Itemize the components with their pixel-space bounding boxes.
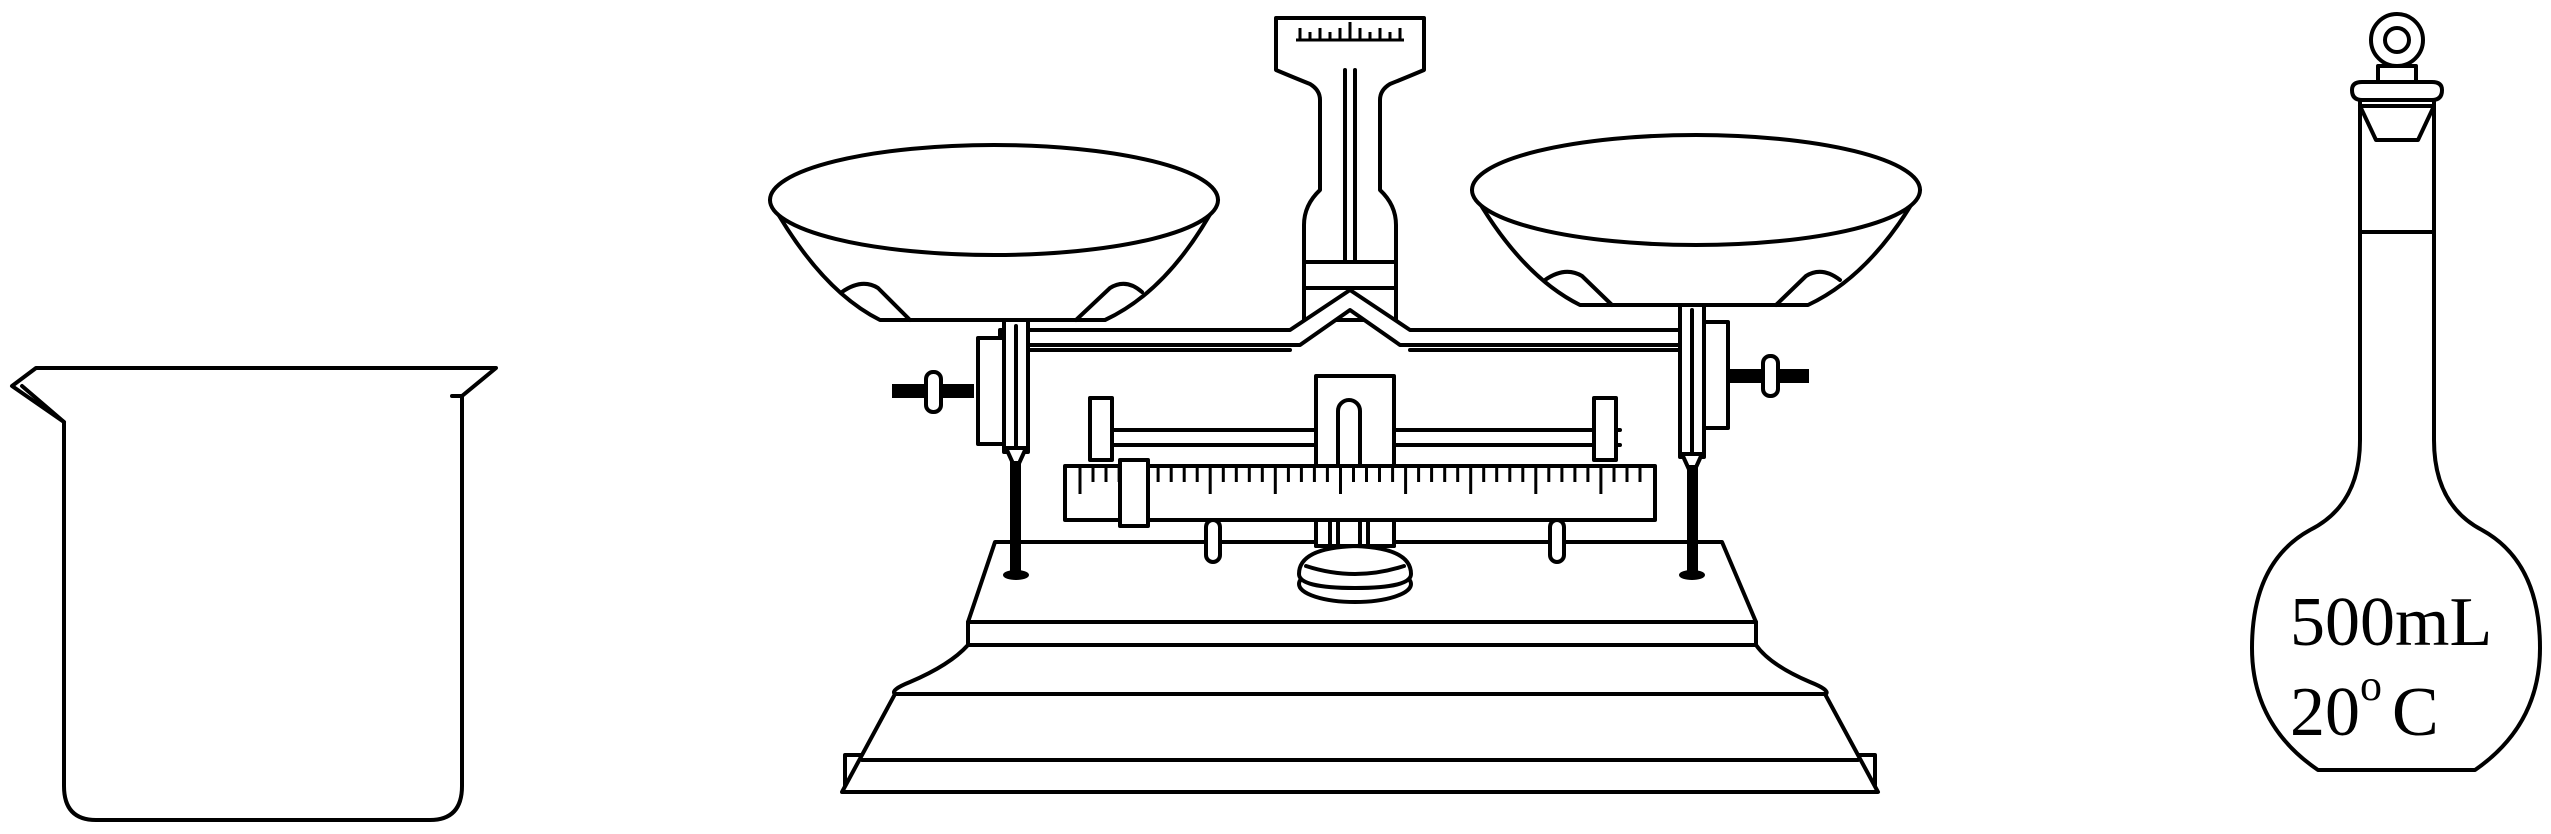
right-stand	[1678, 303, 1809, 580]
center-column	[1274, 16, 1426, 322]
beaker-rim-inner	[20, 384, 464, 424]
left-knife-edge	[1004, 446, 1028, 472]
right-knob-nut	[1761, 354, 1780, 398]
right-post-leg	[1687, 465, 1698, 575]
rider-bar-stop-right	[1592, 396, 1618, 462]
left-pan	[768, 143, 1220, 322]
flask-temp-degree: o	[2360, 661, 2382, 710]
right-post-foot	[1679, 570, 1705, 580]
balance-scale	[768, 16, 1922, 794]
left-pan-rim	[768, 143, 1220, 257]
flask-temp-unit: C	[2392, 674, 2439, 751]
column-bands	[1302, 260, 1398, 290]
right-pan-support	[1543, 269, 1842, 307]
center-pillar-lower	[1314, 518, 1396, 550]
left-knob-nut	[924, 370, 943, 414]
beaker	[10, 366, 498, 822]
rider-bar-stop-left	[1088, 396, 1114, 462]
flask-body	[2250, 98, 2542, 772]
beaker-body	[10, 366, 498, 822]
left-bracket	[976, 336, 1008, 446]
flask-stopper-plug	[2358, 104, 2436, 142]
right-pan	[1470, 133, 1922, 307]
flask-temp-value: 20	[2290, 674, 2360, 751]
leveling-foot-dome	[1297, 544, 1413, 590]
pointer-needle	[1343, 68, 1357, 264]
left-stand	[892, 318, 1030, 580]
pointer-scale-ticks	[1296, 22, 1404, 42]
leveling-foot	[1297, 544, 1413, 604]
graduated-ruler	[1063, 458, 1657, 528]
ruler-rider	[1118, 458, 1150, 528]
pointer-plate-and-column	[1274, 16, 1426, 322]
ruler-body	[1063, 464, 1657, 522]
flask-stopper-collar	[2350, 80, 2444, 102]
right-pan-rim	[1470, 133, 1922, 247]
flask-stopper-neck	[2376, 64, 2418, 84]
volumetric-flask: 500mL 20 o C	[2250, 12, 2542, 772]
flask-volume-label: 500mL	[2290, 584, 2492, 661]
flask-stopper-knob-inner	[2383, 26, 2411, 54]
left-pan-support	[840, 281, 1144, 322]
left-post-foot	[1003, 570, 1029, 580]
scale-base-lower	[840, 692, 1880, 794]
leveling-foot-edge	[1304, 564, 1406, 576]
scale-base-upper	[892, 620, 1829, 696]
ruler-peg-left	[1204, 518, 1222, 564]
left-post-leg	[1010, 461, 1021, 575]
ruler-peg-right	[1548, 518, 1566, 564]
